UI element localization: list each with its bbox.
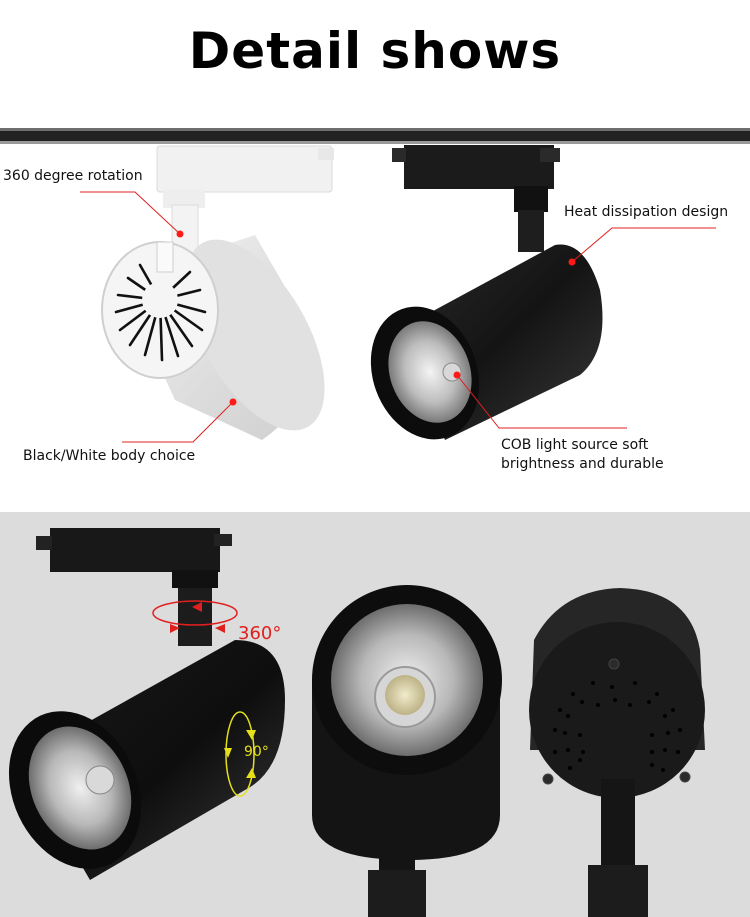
rear-vent-view — [529, 588, 705, 917]
front-lens-view — [312, 585, 502, 917]
bottom-products-illustration — [8, 528, 705, 917]
callout-cob-line1: COB light source soft — [501, 437, 649, 453]
callout-heat-dissipation: Heat dissipation design — [564, 204, 729, 220]
white-track-light — [101, 145, 334, 440]
page-title: Detail shows — [188, 22, 562, 80]
callout-body-choice: Black/White body choice — [23, 448, 196, 464]
callout-rotation: 360 degree rotation — [3, 168, 143, 184]
callout-leaders — [80, 191, 716, 443]
rotation-360-label: 360° — [238, 623, 282, 644]
black-track-light — [370, 145, 603, 440]
top-product-panel: 360 degree rotation Heat dissipation des… — [0, 128, 750, 472]
callout-cob-line2: brightness and durable — [501, 456, 664, 472]
side-angled-view — [8, 528, 285, 880]
track-rail — [0, 128, 750, 144]
bottom-detail-panel — [0, 512, 750, 917]
tilt-90-label: 90° — [244, 744, 269, 760]
top-products-illustration — [80, 145, 716, 443]
